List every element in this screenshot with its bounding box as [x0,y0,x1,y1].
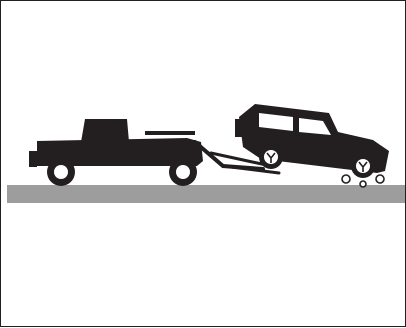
suv-front-wheel-icon [351,154,375,178]
truck-front-wheel [47,158,75,186]
truck-rear-wheel [169,158,197,186]
suv-rear-wheel-icon [259,145,283,169]
ground-strip [7,185,405,203]
